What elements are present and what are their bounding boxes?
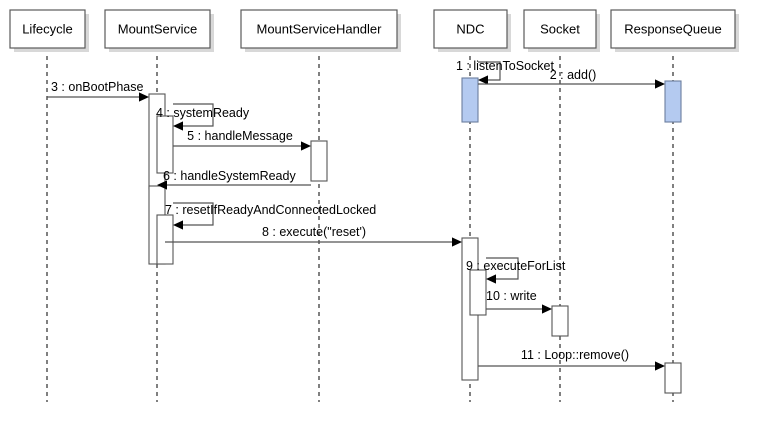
participant-box-responsequeue[interactable] [610,9,736,49]
activations-layer [148,77,682,394]
message-arrowhead [301,141,311,151]
message-label-3: 3 : onBootPhase [51,80,143,94]
message-label-7: 7 : resetIfReadyAndConnectedLocked [165,203,376,217]
message-arrowhead [173,220,183,230]
message-self-9[interactable] [486,257,519,280]
activation-bar-sock-write[interactable] [551,305,569,337]
activation-bar-rq-add[interactable] [664,80,682,123]
participant-label: NDC [456,21,484,36]
message-label-6: 6 : handleSystemReady [163,169,296,183]
message-label-1: 1 : listenToSocket [456,59,554,73]
participant-label: Lifecycle [22,21,73,36]
message-arrowhead [173,121,183,131]
participant-box-lifecycle[interactable] [9,9,86,49]
message-arrowhead [452,237,462,247]
message-arrowhead [655,361,665,371]
activation-bar-ms-resetlocked[interactable] [156,214,174,265]
message-label-8: 8 : execute("reset') [262,225,366,239]
participant-box-mountservice[interactable] [104,9,211,49]
participant-box-socket[interactable] [523,9,597,49]
message-self-7[interactable] [173,202,214,226]
activation-bar-ndc-forlist[interactable] [469,269,487,316]
activation-bar-ms-systemready[interactable] [156,115,174,174]
message-self-1[interactable] [478,61,501,81]
activation-bar-ndc-listen[interactable] [461,77,479,123]
participant-label: ResponseQueue [624,21,722,36]
message-arrowhead [478,75,488,85]
participant-label: Socket [540,21,580,36]
message-label-2: 2 : add() [550,68,597,82]
message-arrowhead [542,304,552,314]
message-label-9: 9 : executeForList [466,259,566,273]
message-arrowhead [486,274,496,284]
message-arrowhead [139,92,149,102]
participant-label: MountService [118,21,197,36]
message-label-10: 10 : write [486,289,537,303]
participant-boxes-layer: Lifecycle MountService MountServiceHandler… [9,9,739,52]
participant-label: MountServiceHandler [256,21,382,36]
message-self-4[interactable] [173,103,214,127]
activation-bar-rq-remove[interactable] [664,362,682,394]
participant-box-ndc[interactable] [433,9,508,49]
message-label-5: 5 : handleMessage [187,129,293,143]
participant-box-mountservicehandler[interactable] [240,9,398,49]
activation-bar-msh-handlemsg[interactable] [310,140,328,182]
message-label-11: 11 : Loop::remove() [521,348,629,362]
message-label-4: 4 : systemReady [156,106,250,120]
message-arrowhead [655,79,665,89]
message-arrowhead [157,180,167,190]
